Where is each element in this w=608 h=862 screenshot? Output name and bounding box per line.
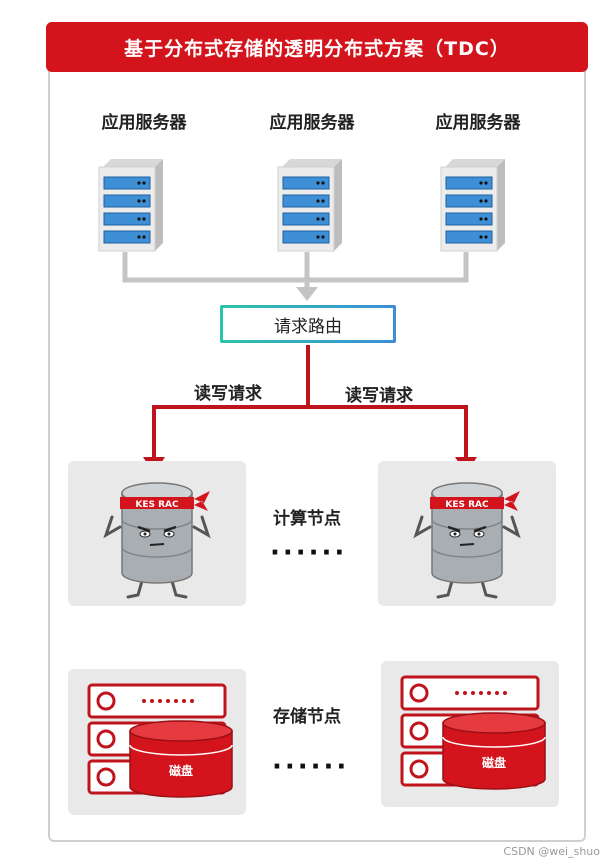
storage-nodes-label: 存储节点	[273, 707, 341, 727]
kes-rac-mascot-icon: KES RAC	[103, 482, 211, 599]
mascot-band-text: KES RAC	[135, 500, 179, 510]
server-icon	[440, 159, 505, 252]
disk-label: 磁盘	[168, 763, 193, 778]
compute-nodes-ellipsis: ······	[270, 538, 348, 568]
storage-nodes-ellipsis: ······	[272, 752, 350, 782]
compute-nodes-label: 计算节点	[273, 509, 341, 529]
server-icon	[277, 159, 342, 252]
server-icon	[98, 159, 163, 252]
app-server-label-2: 应用服务器	[269, 113, 355, 133]
storage-disk-icon: 磁盘	[400, 675, 546, 790]
app-server-label-1: 应用服务器	[101, 113, 187, 133]
mascot-band-text: KES RAC	[445, 500, 489, 510]
page-title: 基于分布式存储的透明分布式方案（TDC）	[46, 22, 588, 72]
request-routing-box: 请求路由	[220, 305, 396, 343]
disk-label: 磁盘	[481, 755, 506, 770]
read-write-label-left: 读写请求	[194, 384, 262, 404]
watermark: CSDN @wei_shuo	[503, 845, 600, 858]
app-server-label-3: 应用服务器	[435, 113, 521, 133]
storage-disk-icon: 磁盘	[87, 683, 233, 798]
read-write-label-right: 读写请求	[345, 386, 413, 406]
kes-rac-mascot-icon: KES RAC	[413, 482, 521, 599]
